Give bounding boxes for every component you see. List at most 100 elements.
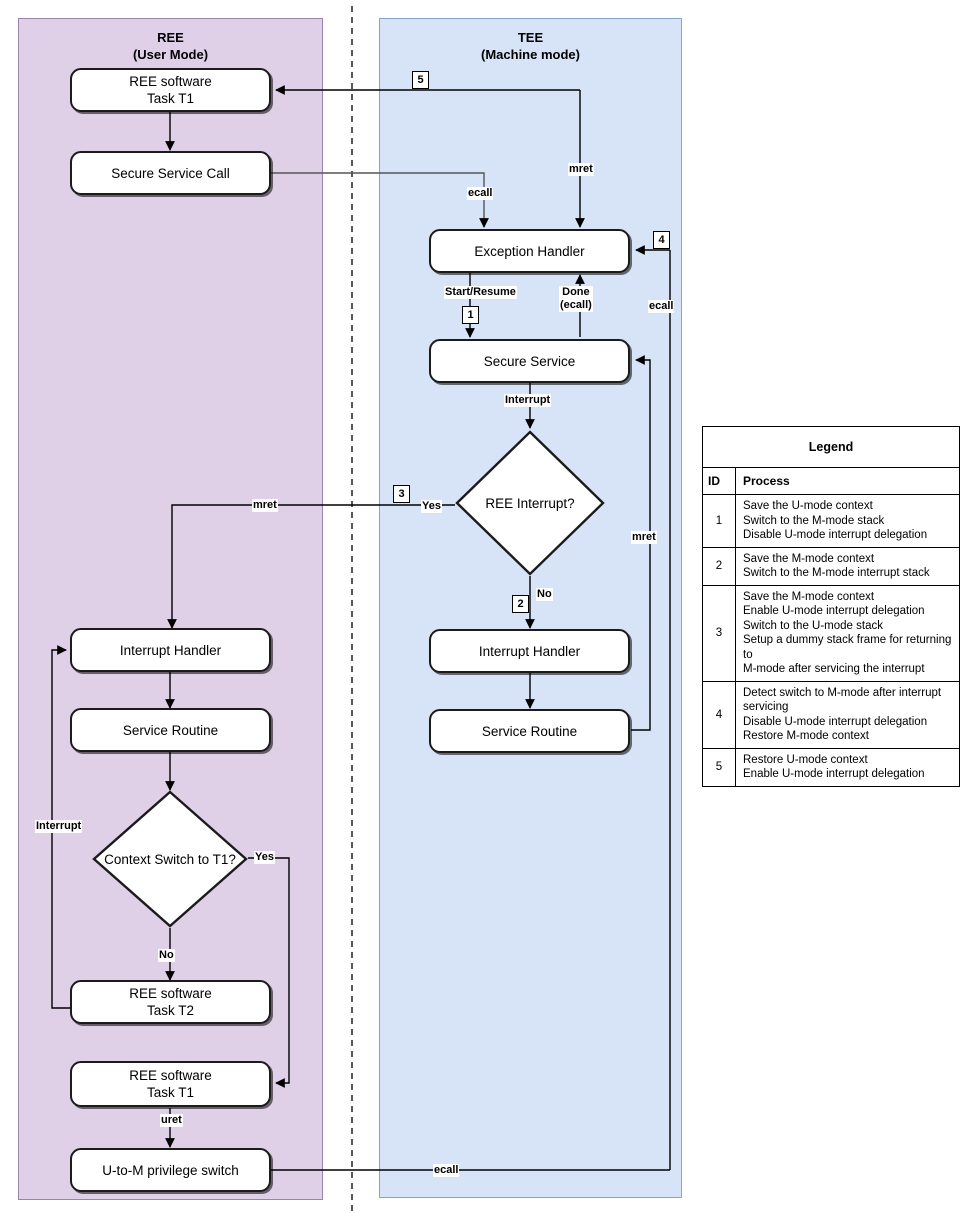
context-switch-line2: to T1? [197, 851, 236, 867]
legend-row: 1 Save the U-mode context Switch to the … [702, 494, 960, 548]
node-secure-service-call-label: Secure Service Call [111, 165, 230, 181]
legend-row: 3 Save the M-mode context Enable U-mode … [702, 584, 960, 682]
edge-label-interrupt-left: Interrupt [35, 820, 83, 833]
edge-label-yes-tee: Yes [421, 500, 442, 513]
context-switch-decision-label: Context Switch to T1? [92, 790, 248, 928]
node-exception-handler-label: Exception Handler [474, 243, 585, 259]
node-ree-task-t1-bottom[interactable]: REE software Task T1 [70, 1061, 271, 1107]
node-ree-task-t1-top[interactable]: REE software Task T1 [70, 68, 271, 112]
node-ree-task-t2-line2: Task T2 [146, 1003, 195, 1018]
legend-row-process: Detect switch to M-mode after interrupt … [735, 680, 960, 749]
legend-step: Restore U-mode context [743, 753, 868, 766]
legend-step: Detect switch to M-mode after interrupt [743, 686, 942, 699]
legend-step: Switch to the M-mode stack [743, 514, 885, 527]
legend-title: Legend [702, 426, 960, 468]
legend-header-row: ID Process [702, 467, 960, 495]
node-tee-interrupt-handler-label: Interrupt Handler [478, 643, 581, 659]
legend-step: M-mode after servicing the interrupt [743, 663, 925, 675]
badge-2: 2 [512, 595, 529, 613]
node-secure-service-call[interactable]: Secure Service Call [70, 151, 271, 195]
edge-label-no-tee: No [536, 588, 553, 601]
legend-body: 1 Save the U-mode context Switch to the … [702, 494, 960, 787]
node-ree-task-t2-line1: REE software [129, 986, 212, 1001]
badge-1: 1 [462, 306, 479, 324]
node-tee-service-routine[interactable]: Service Routine [429, 709, 630, 753]
legend-table: Legend ID Process 1 Save the U-mode cont… [702, 426, 960, 787]
edge-label-no-ree: No [158, 949, 175, 962]
legend-step: Switch to the U-mode stack [743, 619, 883, 632]
node-ree-interrupt-handler[interactable]: Interrupt Handler [70, 628, 271, 672]
legend-step: Disable U-mode interrupt delegation [743, 529, 928, 541]
node-ree-task-t1-bottom-line1: REE software [129, 1068, 212, 1083]
legend-row-id: 3 [702, 584, 736, 682]
context-switch-line1: Context Switch [104, 851, 195, 867]
edge-label-start-resume: Start/Resume [444, 286, 517, 299]
node-ree-service-routine-label: Service Routine [122, 722, 219, 738]
legend-row-process: Save the U-mode context Switch to the M-… [735, 494, 960, 548]
node-u-to-m-privilege-switch[interactable]: U-to-M privilege switch [70, 1148, 271, 1192]
badge-3: 3 [393, 485, 410, 503]
legend-row-process: Save the M-mode context Switch to the M-… [735, 546, 960, 586]
node-secure-service[interactable]: Secure Service [429, 339, 630, 383]
legend-row-id: 5 [702, 747, 736, 787]
edge-label-ecall-bottom: ecall [433, 1164, 460, 1177]
edge-label-mret-top: mret [568, 163, 594, 176]
badge-5: 5 [412, 71, 429, 89]
node-tee-service-routine-label: Service Routine [481, 723, 578, 739]
legend-row: 4 Detect switch to M-mode after interrup… [702, 680, 960, 749]
node-u-to-m-label: U-to-M privilege switch [102, 1162, 239, 1178]
legend-step: Save the M-mode context [743, 590, 875, 603]
node-ree-interrupt-handler-label: Interrupt Handler [119, 642, 222, 658]
lane-tee-title-line1: TEE [517, 30, 544, 45]
lane-ree-title-line1: REE [157, 30, 184, 45]
legend-step: Setup a dummy stack frame for returning … [743, 634, 952, 661]
edge-mret-right-to-secure [631, 355, 651, 731]
edge-label-mret-right: mret [631, 531, 657, 544]
legend-header-id: ID [702, 467, 736, 495]
edge-label-done-ecall: Done (ecall) [559, 286, 593, 312]
node-ree-task-t1-top-line1: REE software [129, 74, 212, 89]
legend-row-id: 4 [702, 680, 736, 749]
edge-label-done-line1: Done [562, 286, 590, 298]
legend-step: Switch to the M-mode interrupt stack [743, 567, 930, 579]
node-secure-service-label: Secure Service [483, 353, 576, 369]
ree-interrupt-diamond-shape [455, 430, 605, 576]
edge-label-ecall-top: ecall [467, 187, 494, 200]
node-ree-task-t2[interactable]: REE software Task T2 [70, 980, 271, 1024]
lane-ree-title: REE (User Mode) [19, 29, 322, 63]
legend-row-id: 1 [702, 494, 736, 548]
context-switch-diamond-shape [92, 790, 248, 928]
edge-label-ecall-right: ecall [648, 300, 675, 313]
legend-step: Restore M-mode context [743, 730, 869, 742]
node-tee-interrupt-handler[interactable]: Interrupt Handler [429, 629, 630, 673]
legend-step: Save the U-mode context [743, 500, 873, 512]
node-ree-interrupt-decision[interactable]: REE Interrupt? [455, 430, 605, 576]
legend-row: 2 Save the M-mode context Switch to the … [702, 546, 960, 586]
legend-step: servicing [743, 701, 789, 713]
lane-ree-title-line2: (User Mode) [132, 47, 209, 62]
edge-label-done-line2: (ecall) [560, 299, 592, 311]
legend-title-row: Legend [702, 426, 960, 468]
lane-tee-title: TEE (Machine mode) [380, 29, 681, 63]
legend-row-process: Save the M-mode context Enable U-mode in… [735, 584, 960, 682]
edge-label-yes-ree: Yes [254, 851, 275, 864]
legend-row-process: Restore U-mode context Enable U-mode int… [735, 747, 960, 787]
edge-label-mret-left: mret [252, 499, 278, 512]
edge-decision-yes-to-ree-ih [167, 504, 455, 629]
node-ree-service-routine[interactable]: Service Routine [70, 708, 271, 752]
node-context-switch-decision[interactable]: Context Switch to T1? [92, 790, 248, 928]
edge-label-interrupt-mid: Interrupt [504, 394, 552, 407]
legend-row-id: 2 [702, 546, 736, 586]
edge-label-uret: uret [160, 1114, 183, 1127]
node-ree-task-t1-bottom-line2: Task T1 [146, 1085, 195, 1100]
legend-step: Save the M-mode context [743, 552, 875, 565]
legend-row: 5 Restore U-mode context Enable U-mode i… [702, 747, 960, 787]
node-exception-handler[interactable]: Exception Handler [429, 229, 630, 273]
legend-step: Enable U-mode interrupt delegation [743, 605, 925, 617]
legend-header-process: Process [735, 467, 960, 495]
edge-cs-yes-to-t1 [248, 857, 290, 1088]
ree-interrupt-decision-label: REE Interrupt? [485, 495, 575, 511]
edge-ssc-to-exception [271, 172, 489, 228]
